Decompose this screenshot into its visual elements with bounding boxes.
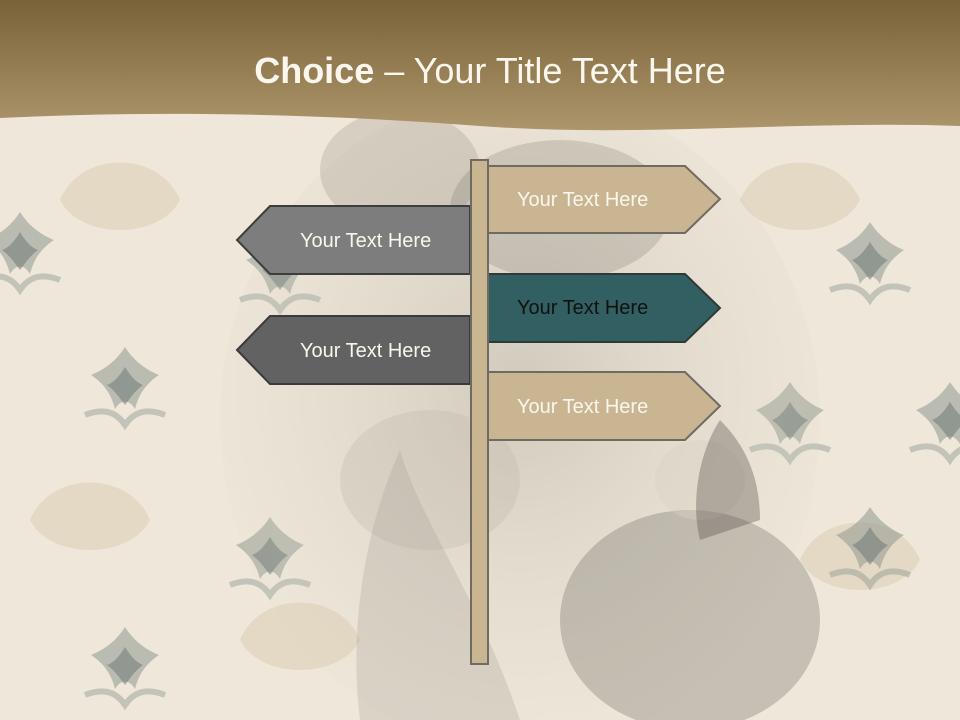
sign-post bbox=[470, 159, 489, 665]
title-bold: Choice bbox=[254, 50, 375, 91]
sign-label-5: Your Text Here bbox=[517, 396, 649, 418]
sign-label-2: Your Text Here bbox=[300, 230, 432, 252]
slide-title: Choice – Your Title Text Here bbox=[0, 50, 960, 92]
sign-label-1: Your Text Here bbox=[517, 189, 649, 211]
title-rest: – Your Title Text Here bbox=[374, 50, 726, 91]
sign-label-3: Your Text Here bbox=[517, 297, 649, 319]
sign-label-4: Your Text Here bbox=[300, 340, 432, 362]
